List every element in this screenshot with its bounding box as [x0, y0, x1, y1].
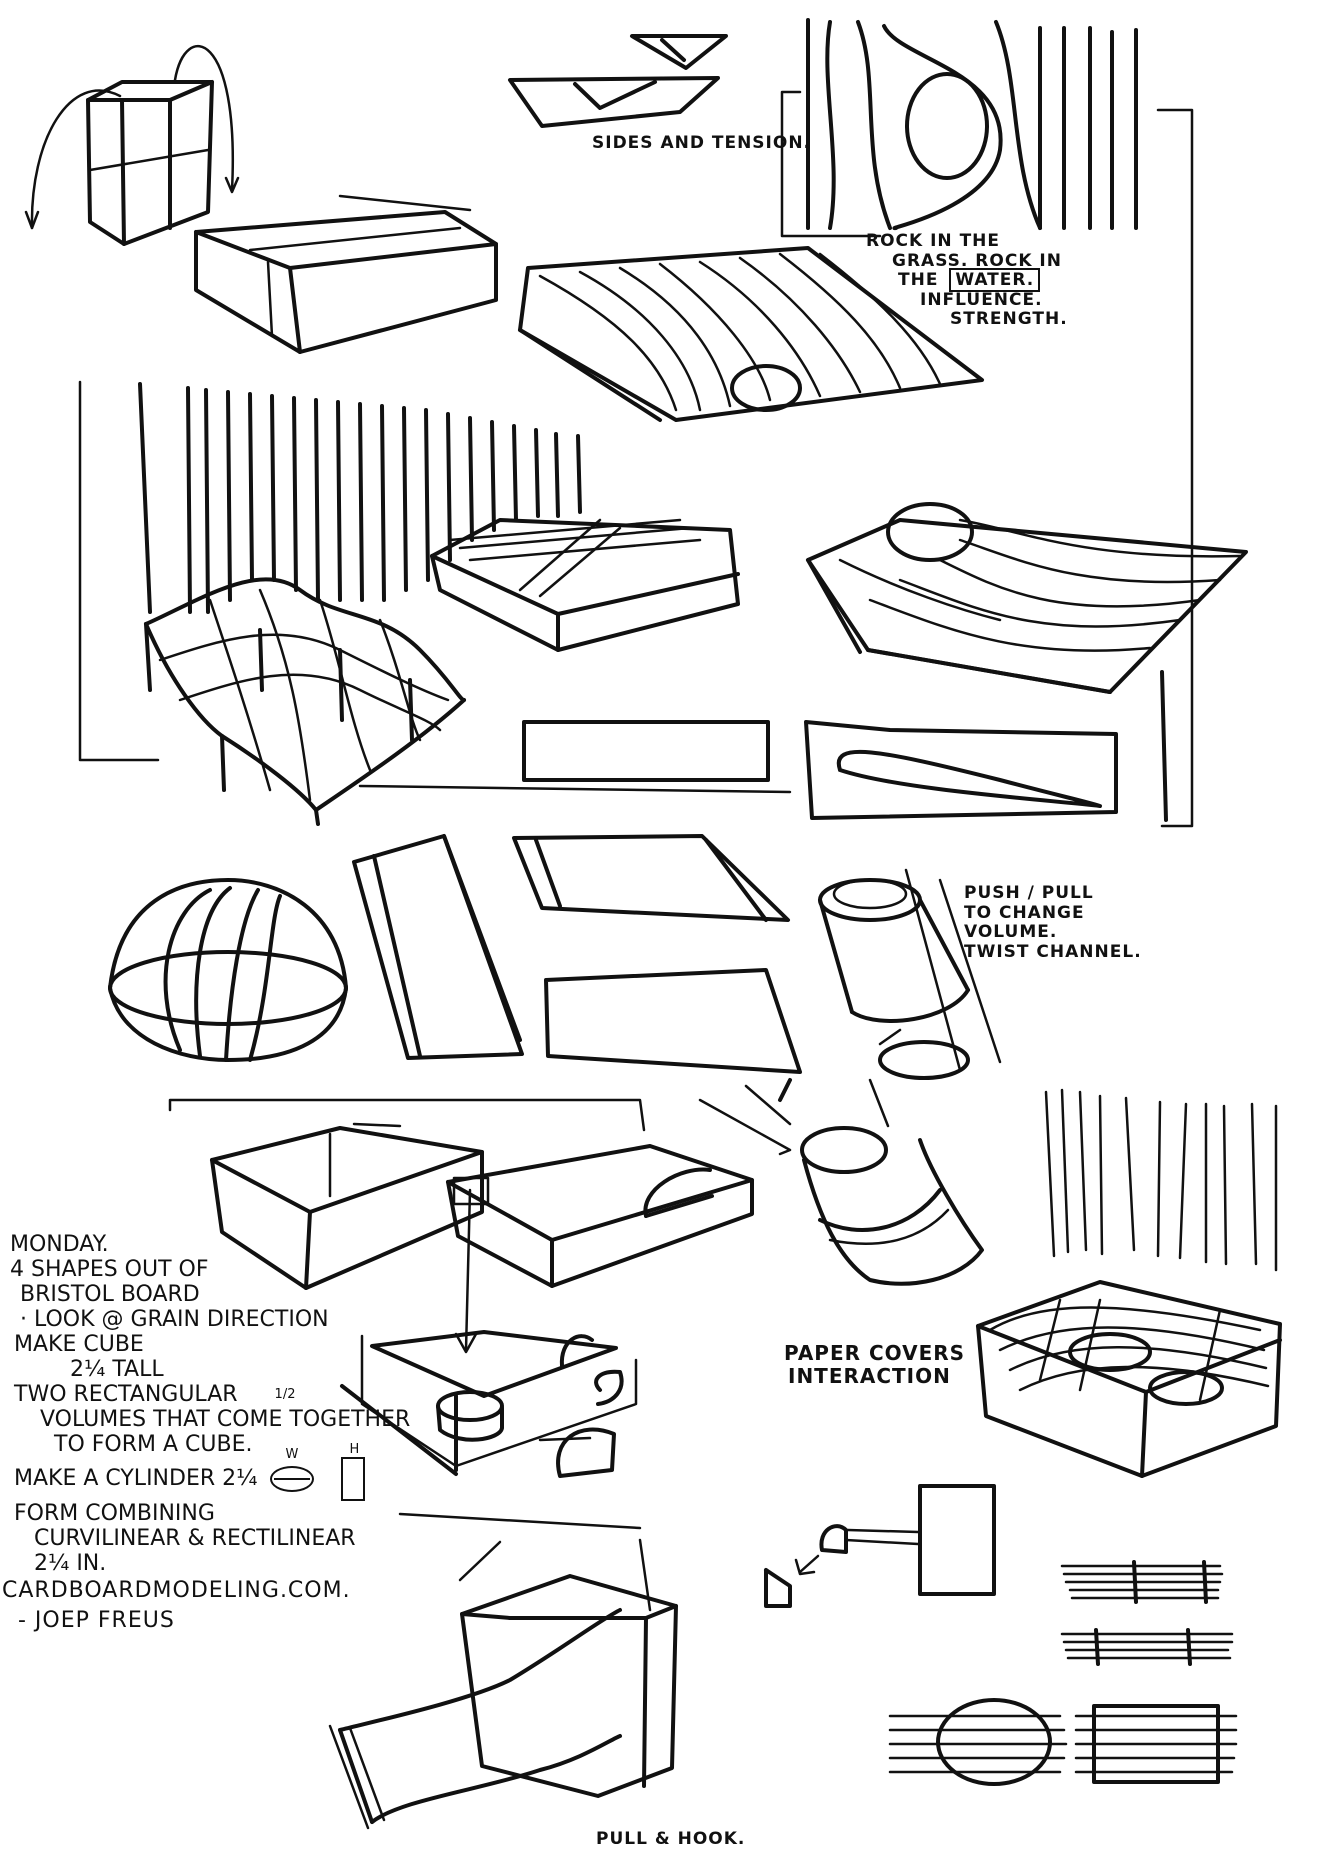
twisted-cylinder-sketch [818, 868, 1002, 1080]
monday-line-9: TO FORM A CUBE. [54, 1432, 253, 1457]
curved-channel-sketch [804, 720, 1118, 820]
monday-line-6: 2¼ TALL [70, 1357, 164, 1382]
author-note: - JOEP FREUS [18, 1608, 175, 1633]
wavy-slab-rock-sketch [806, 502, 1248, 822]
arrow-down-sketch [454, 1188, 478, 1354]
rock-note-line-1: ROCK IN THE [866, 231, 1001, 251]
stepped-fin-box-sketch [430, 518, 740, 652]
grain-box-circles-sketch [976, 1280, 1282, 1478]
rock-note-line-5: STRENGTH. [950, 309, 1068, 330]
stripes-right-sketch [1044, 1088, 1278, 1272]
rock-note: ROCK IN THE GRASS. ROCK IN THE WATER. IN… [866, 231, 1068, 330]
paper-covers-line-2: INTERACTION [788, 1364, 951, 1388]
rock-note-line-2: GRASS. ROCK IN [892, 250, 1062, 271]
dome-sketch [108, 878, 348, 1062]
wavy-grid-sketch [144, 577, 466, 826]
pull-hook-sketch [328, 1538, 678, 1830]
triangle-shapes-sketch [508, 34, 728, 128]
cylinder-height-icon: H [341, 1442, 366, 1501]
monday-line-12: CURVILINEAR & RECTILINEAR [34, 1526, 356, 1551]
monday-line-7-text: TWO RECTANGULAR [14, 1382, 238, 1407]
paper-covers-line-1: PAPER COVERS [784, 1341, 966, 1365]
paper-covers-note: PAPER COVERS INTERACTION [784, 1342, 965, 1388]
wood-grain-circle-sketch [780, 18, 1194, 828]
pull-hook-note: PULL & HOOK. [596, 1829, 746, 1849]
cube-cylinder-sketch [340, 1330, 642, 1530]
push-pull-line-1: PUSH / PULL [964, 883, 1094, 903]
monday-line-1: MONDAY. [10, 1232, 109, 1257]
push-pull-line-2: TO CHANGE [964, 902, 1085, 923]
monday-line-13: 2¼ IN. [34, 1551, 107, 1576]
push-pull-line-4: TWIST CHANNEL. [964, 941, 1142, 962]
monday-line-8: VOLUMES THAT COME TOGETHER [40, 1407, 411, 1432]
vertical-stripes-sketch [78, 380, 582, 762]
push-pull-line-3: VOLUME. [964, 922, 1058, 943]
monday-line-11: FORM COMBINING [14, 1501, 215, 1526]
monday-line-10-text: MAKE A CYLINDER 2¼ [14, 1466, 258, 1491]
monday-line-4: · LOOK @ GRAIN DIRECTION [20, 1307, 329, 1332]
fraction-label: 1/2 [274, 1387, 296, 1402]
cube-sketch [24, 44, 240, 246]
rock-note-the: THE [898, 270, 939, 291]
website-note: CARDBOARDMODELING.COM. [2, 1578, 351, 1603]
rock-note-line-3: THE WATER. [898, 268, 1068, 293]
cylinder-ellipse-icon: W [270, 1447, 315, 1492]
rock-note-line-4: INFLUENCE. [920, 289, 1043, 310]
monday-line-2: 4 SHAPES OUT OF [10, 1257, 209, 1282]
sides-tension-note: SIDES AND TENSION. [592, 133, 812, 153]
flat-box-sketch [194, 194, 498, 354]
width-label: W [285, 1447, 299, 1462]
monday-line-3: BRISTOL BOARD [20, 1282, 200, 1307]
push-pull-note: PUSH / PULL TO CHANGE VOLUME. TWIST CHAN… [964, 883, 1142, 962]
height-label: H [349, 1442, 360, 1457]
rect-arrow-sketch [764, 1484, 996, 1608]
monday-line-7: TWO RECTANGULAR 1/2 [14, 1382, 410, 1407]
grain-slab-rock-sketch [518, 246, 984, 422]
ring-cylinder-sketch [698, 1078, 984, 1286]
stripe-bundles-sketch [888, 1560, 1238, 1786]
rectangle-sketch [358, 720, 792, 794]
monday-line-5: MAKE CUBE [14, 1332, 144, 1357]
combining-boxes-sketch [168, 1098, 754, 1290]
parallelogram-panels-sketch [512, 834, 802, 1074]
rock-note-boxed-word: WATER. [949, 268, 1041, 293]
tall-panel-sketch [352, 834, 524, 1060]
monday-line-10: MAKE A CYLINDER 2¼ W H [14, 1442, 410, 1501]
monday-notes: MONDAY. 4 SHAPES OUT OF BRISTOL BOARD · … [10, 1232, 410, 1576]
